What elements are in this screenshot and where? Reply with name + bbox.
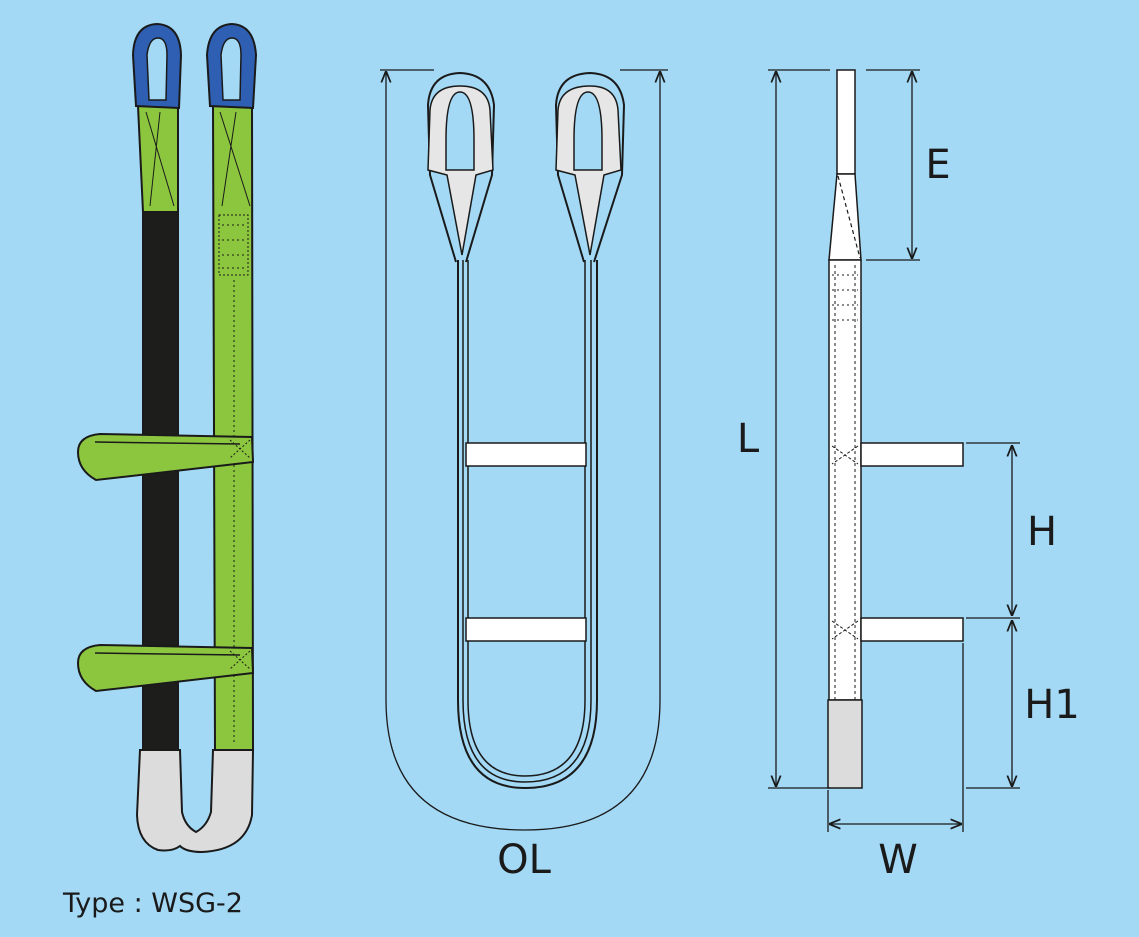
grey-protection-sleeve: [135, 749, 255, 854]
w-label: W: [878, 837, 918, 883]
crossbar-upper: [465, 442, 587, 467]
sling-3d-illustration: [76, 22, 258, 854]
side-body: [828, 259, 862, 701]
sling-outline-view: OL: [380, 69, 668, 883]
e-label: E: [925, 142, 950, 188]
ol-label: OL: [497, 837, 551, 883]
h-label: H: [1027, 509, 1057, 555]
sling-left-green-upper: [136, 105, 179, 213]
green-loop-upper: [76, 432, 255, 482]
sling-side-view: L E H H1 W: [737, 69, 1080, 883]
ol-dimension-line: [386, 72, 660, 831]
crossbar-lower: [465, 617, 587, 642]
l-label: L: [737, 416, 760, 462]
type-caption: Type : WSG-2: [62, 888, 243, 919]
green-loop-lower: [76, 643, 255, 693]
h1-label: H1: [1024, 682, 1080, 728]
side-crossbar-upper: [860, 442, 964, 467]
side-sleeve: [827, 699, 863, 789]
side-crossbar-lower: [860, 617, 964, 642]
